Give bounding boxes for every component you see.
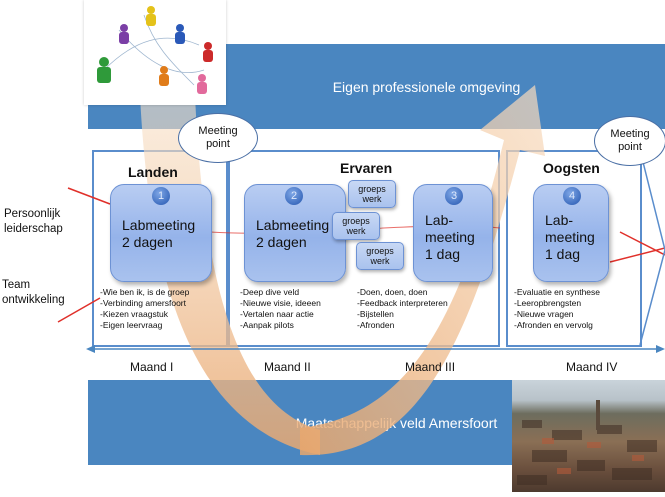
bullet-item: -Verbinding amersfoort — [100, 298, 186, 308]
groepswerk-3-line1: groeps — [366, 246, 394, 256]
groepswerk-2-line1: groeps — [342, 216, 370, 226]
people-figures-icon — [97, 6, 213, 94]
right-chevron — [639, 149, 665, 346]
meeting-point-2-line1: Meeting — [610, 128, 650, 140]
phase-title-landen: Landen — [128, 164, 178, 180]
month-label-3: Maand III — [405, 360, 456, 374]
labmeeting-4-line2: meeting — [545, 229, 595, 245]
meeting-point-1: Meeting point — [178, 113, 258, 163]
labmeeting-4-line1: Lab- — [545, 212, 574, 228]
labmeeting-4-line3: 1 dag — [545, 246, 581, 262]
groepswerk-1-line2: werk — [362, 194, 382, 204]
bullet-item: -Kiezen vraagstuk — [100, 309, 169, 319]
month-label-2: Maand II — [264, 360, 311, 374]
timeline-arrow-right — [656, 345, 665, 353]
groepswerk-1-line1: groeps — [358, 184, 386, 194]
bullets-ervaren-left: -Deep dive veld -Nieuwe visie, ideeen -V… — [240, 287, 321, 331]
phase-title-ervaren: Ervaren — [340, 160, 393, 176]
groepswerk-3-line2: werk — [370, 256, 390, 266]
labmeeting-2-number-badge: 2 — [285, 187, 303, 205]
bullet-item: -Afronden en vervolg — [514, 320, 593, 330]
labmeeting-3-number-badge: 3 — [445, 187, 463, 205]
labmeeting-3-text: Lab- meeting 1 dag — [425, 212, 475, 263]
phase-title-oogsten: Oogsten — [543, 160, 600, 176]
label-persoonlijk-line1: Persoonlijk — [4, 208, 61, 220]
bullet-item: -Doen, doen, doen — [357, 287, 428, 297]
bullet-item: -Afronden — [357, 320, 395, 330]
labmeeting-4-text: Lab- meeting 1 dag — [545, 212, 595, 263]
groepswerk-1: groeps werk — [348, 180, 396, 208]
bullet-item: -Evaluatie en synthese — [514, 287, 600, 297]
month-label-4: Maand IV — [566, 360, 618, 374]
month-label-1: Maand I — [130, 360, 174, 374]
team-figures-image — [84, 0, 226, 105]
bullet-item: -Bijstellen — [357, 309, 394, 319]
groepswerk-2: groeps werk — [332, 212, 380, 240]
label-persoonlijk-line2: leiderschap — [4, 223, 63, 235]
red-line-right-1 — [619, 231, 665, 256]
red-line-team — [57, 297, 101, 323]
bullets-ervaren-right: -Doen, doen, doen -Feedback interpretere… — [357, 287, 448, 331]
labmeeting-2-text: Labmeeting 2 dagen — [256, 217, 329, 251]
bullet-item: -Vertalen naar actie — [240, 309, 314, 319]
bullet-item: -Leeropbrengsten — [514, 298, 582, 308]
labmeeting-1-number-badge: 1 — [152, 187, 170, 205]
labmeeting-2-line1: Labmeeting — [256, 217, 330, 233]
bullet-item: -Wie ben ik, is de groep — [100, 287, 190, 297]
meeting-point-2: Meeting point — [594, 116, 665, 166]
labmeeting-3-line2: meeting — [425, 229, 475, 245]
labmeeting-1-line1: Labmeeting — [122, 217, 196, 233]
labmeeting-3-line3: 1 dag — [425, 246, 461, 262]
labmeeting-1-line2: 2 dagen — [122, 234, 173, 250]
red-line-persoonlijk — [67, 187, 111, 205]
bullets-landen: -Wie ben ik, is de groep -Verbinding ame… — [100, 287, 189, 331]
orange-arrow-up — [300, 85, 545, 456]
labmeeting-1-text: Labmeeting 2 dagen — [122, 217, 195, 251]
red-line-right-2 — [609, 247, 665, 263]
bullet-item: -Feedback interpreteren — [357, 298, 448, 308]
city-aerial-icon — [517, 400, 657, 485]
band-top-label: Eigen professionele omgeving — [332, 78, 521, 95]
bullet-item: -Aanpak pilots — [240, 320, 294, 330]
bullet-item: -Eigen leervraag — [100, 320, 163, 330]
bullets-oogsten: -Evaluatie en synthese -Leeropbrengsten … — [514, 287, 600, 331]
label-team-ontwikkeling: Team ontwikkeling — [2, 278, 65, 308]
groepswerk-3: groeps werk — [356, 242, 404, 270]
label-team-line2: ontwikkeling — [2, 294, 65, 306]
bullet-item: -Deep dive veld — [240, 287, 300, 297]
timeline-arrow-left — [86, 345, 95, 353]
meeting-point-1-line1: Meeting — [198, 125, 238, 137]
bullet-item: -Nieuwe vragen — [514, 309, 574, 319]
bullet-item: -Nieuwe visie, ideeen — [240, 298, 321, 308]
labmeeting-2-line2: 2 dagen — [256, 234, 307, 250]
meeting-point-2-line2: point — [618, 141, 642, 153]
label-team-line1: Team — [2, 279, 31, 291]
labmeeting-4-number-badge: 4 — [563, 187, 581, 205]
amersfoort-aerial-photo — [512, 380, 665, 492]
meeting-point-1-line2: point — [206, 138, 230, 150]
labmeeting-3-line1: Lab- — [425, 212, 454, 228]
label-persoonlijk-leiderschap: Persoonlijk leiderschap — [4, 207, 63, 237]
groepswerk-2-line2: werk — [346, 226, 366, 236]
